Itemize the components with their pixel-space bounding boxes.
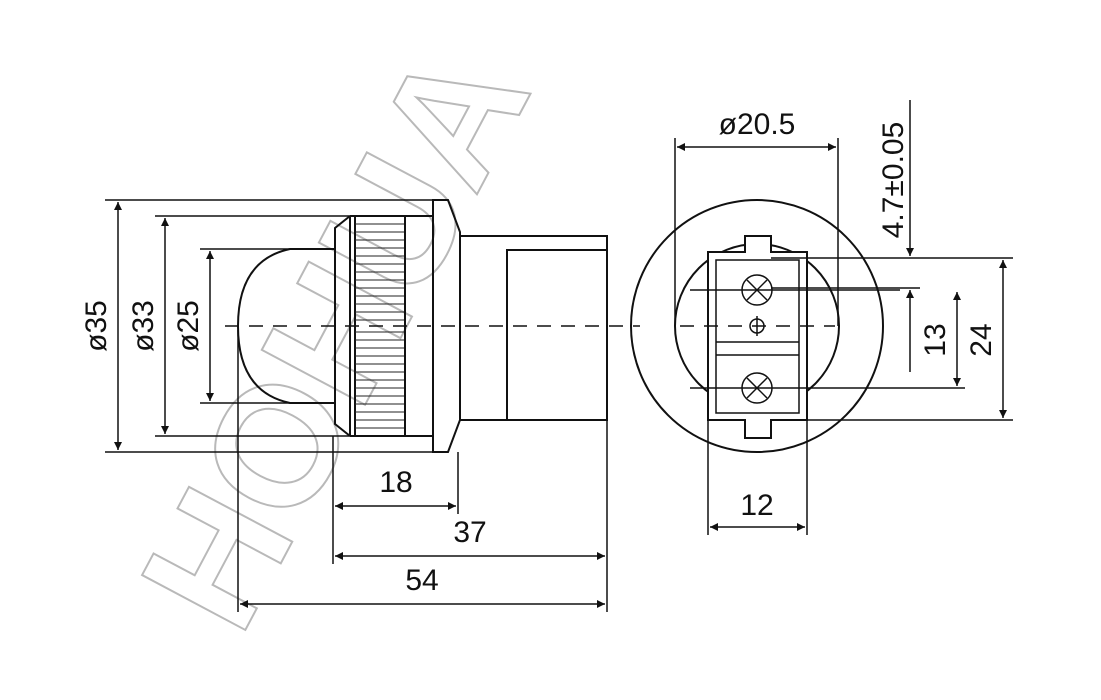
rear-view — [630, 199, 884, 453]
dim-d20-5: ø20.5 — [719, 108, 796, 141]
dim-len54: 54 — [405, 564, 438, 597]
dim-d33: ø33 — [127, 300, 160, 352]
dim-len37: 37 — [453, 516, 486, 549]
dim-d25: ø25 — [172, 300, 205, 352]
side-dimensions: ø35 ø33 ø25 18 37 54 — [80, 199, 608, 612]
dim-len18: 18 — [379, 466, 412, 499]
dim-w12: 12 — [740, 489, 773, 522]
knurl-lines — [355, 223, 405, 429]
dim-d35: ø35 — [80, 300, 113, 352]
dim-h24: 24 — [965, 323, 998, 356]
rear-dimensions: ø20.5 4.7±0.05 13 24 12 — [674, 100, 1013, 535]
dim-tolerance: 4.7±0.05 — [877, 122, 910, 239]
side-view — [225, 199, 640, 453]
dim-h13: 13 — [919, 323, 952, 356]
